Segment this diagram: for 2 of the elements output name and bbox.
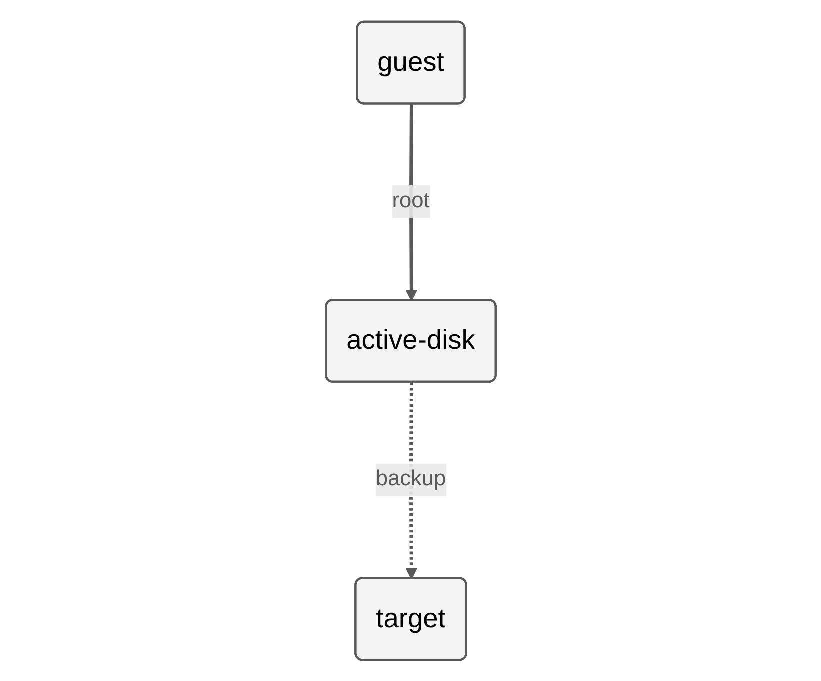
edge-label: backup [375, 467, 446, 490]
edge-label: root [392, 189, 430, 212]
